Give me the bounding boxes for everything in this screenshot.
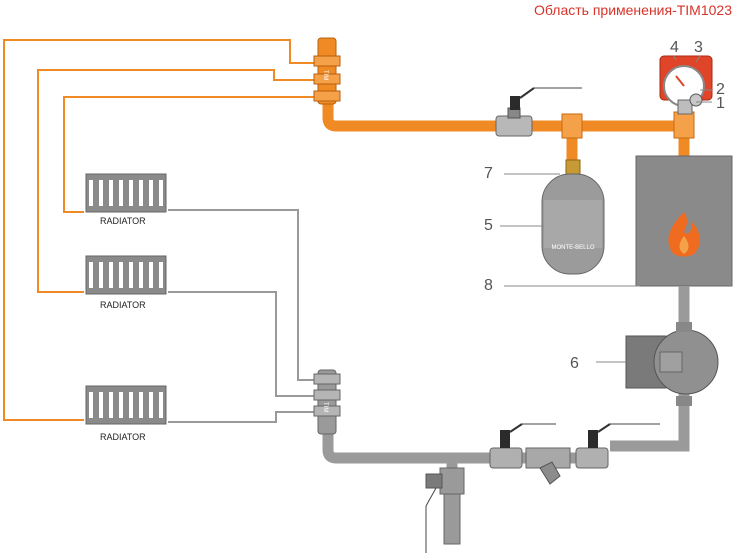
callout-8: 8: [484, 277, 493, 294]
radiator-fin: [139, 262, 143, 288]
radiator-fin: [99, 262, 103, 288]
return-line-radiator-2: [168, 291, 318, 397]
radiator-icon: [85, 255, 167, 295]
radiator-label-1: RADIATOR: [100, 216, 146, 226]
expansion-tank-icon: MONTE-BELLO: [541, 159, 605, 275]
radiator-fin: [129, 262, 133, 288]
radiator-fin: [109, 262, 113, 288]
callout-7: 7: [484, 165, 493, 182]
radiator-fin: [149, 180, 153, 206]
radiator-fin: [99, 392, 103, 418]
flame-icon: [668, 212, 700, 257]
return-ball-valve-2: [575, 423, 660, 469]
callout-2: 2: [716, 81, 725, 98]
callout-6: 6: [570, 355, 579, 372]
radiator-fin: [119, 392, 123, 418]
radiator-fin: [89, 180, 93, 206]
pump-icon: [625, 322, 719, 406]
callout-3: 3: [694, 39, 703, 56]
callout-leaders: [500, 55, 712, 363]
supply-line-radiator-3: [3, 39, 318, 421]
supply-ball-valve: [495, 87, 582, 137]
radiator-fin: [139, 392, 143, 418]
callout-5: 5: [484, 217, 493, 234]
radiator-fin: [89, 262, 93, 288]
supply-line-radiator-2: [37, 69, 318, 293]
radiator-fin: [119, 262, 123, 288]
supply-line-radiator-1: [63, 96, 318, 213]
supply-manifold-brand: TIM: [322, 70, 328, 80]
radiator-fin: [109, 392, 113, 418]
supply-manifold: TIM: [313, 37, 341, 105]
radiator-fin: [129, 180, 133, 206]
radiator-fin: [129, 392, 133, 418]
tank-brand: MONTE-BELLO: [551, 245, 594, 251]
radiator-fin: [159, 262, 163, 288]
boiler-outlet-tee: [673, 111, 695, 139]
radiator-fin: [159, 180, 163, 206]
supply-tee: [561, 113, 583, 139]
return-line-radiator-3: [168, 411, 318, 423]
radiator-fin: [109, 180, 113, 206]
return-manifold: TIM: [313, 369, 341, 435]
callout-4: 4: [670, 39, 679, 56]
radiator-fin: [139, 180, 143, 206]
radiator-fin: [149, 262, 153, 288]
scheme-title: Область применения-TIM1023: [534, 2, 732, 18]
return-manifold-brand: TIM: [322, 402, 328, 412]
radiator-fin: [149, 392, 153, 418]
boiler: [635, 155, 733, 287]
radiator-fin: [89, 392, 93, 418]
radiator-icon: [85, 173, 167, 213]
callout-1: 1: [716, 95, 725, 112]
drain-valve: [425, 467, 465, 553]
safety-group: [659, 55, 713, 115]
radiator-label-3: RADIATOR: [100, 432, 146, 442]
return-line-radiator-1: [168, 209, 318, 381]
radiator-fin: [99, 180, 103, 206]
radiator-fin: [159, 392, 163, 418]
return-ball-valve-1: [489, 423, 556, 469]
supply-lines: [3, 39, 318, 421]
radiator-label-2: RADIATOR: [100, 300, 146, 310]
return-lines: [168, 209, 318, 423]
strainer-icon: [525, 447, 571, 485]
radiator-fin: [119, 180, 123, 206]
radiator-icon: [85, 385, 167, 425]
